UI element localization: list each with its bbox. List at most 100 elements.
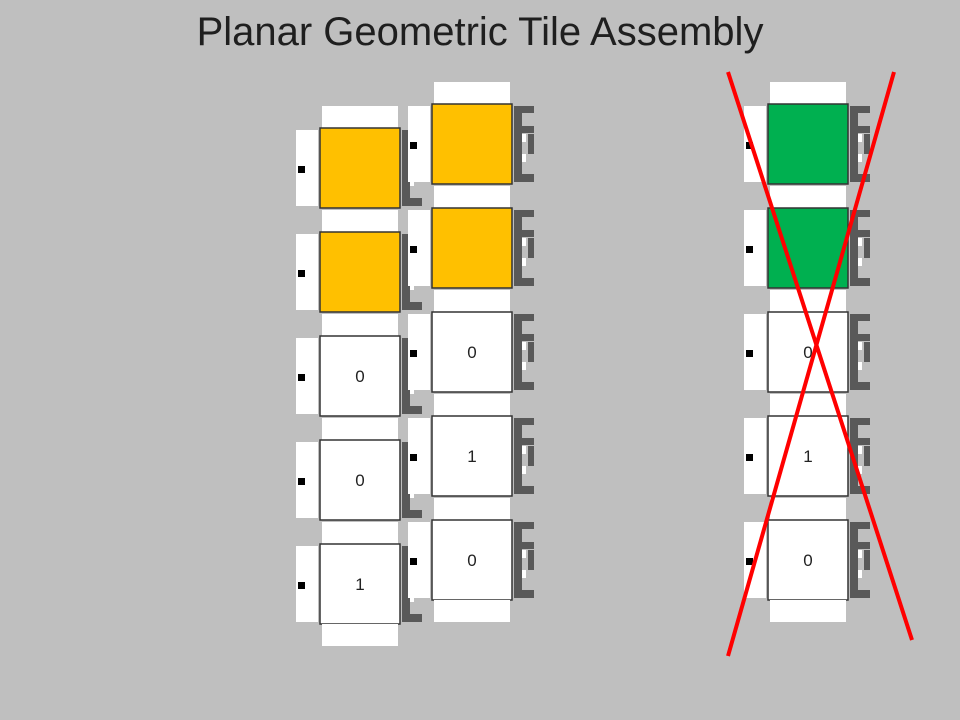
glue-bar: [402, 234, 410, 310]
tile-body: [431, 311, 513, 393]
glue-tooth: [410, 302, 422, 310]
tile: 0: [296, 418, 422, 521]
glue-bar: [514, 314, 522, 390]
left-glue-strip: [296, 442, 318, 518]
glue-bar: [402, 442, 410, 518]
glue-tooth: [522, 314, 534, 321]
glue-tooth: [858, 542, 870, 549]
left-glue-knob: [298, 374, 305, 381]
tile-label: 1: [467, 447, 476, 466]
glue-bar: [850, 106, 858, 182]
glue-tooth: [864, 342, 870, 362]
top-glue-strip: [322, 522, 398, 544]
top-glue-strip: [770, 394, 846, 416]
left-glue-knob: [298, 270, 305, 277]
left-glue-strip: [744, 210, 766, 286]
glue-tooth: [858, 230, 870, 237]
glue-bar: [402, 130, 410, 206]
left-glue-strip: [296, 234, 318, 310]
left-glue-knob: [298, 478, 305, 485]
top-glue-strip: [322, 106, 398, 128]
glue-bar: [514, 106, 522, 182]
glue-gap: [858, 238, 862, 246]
left-glue-strip: [408, 418, 430, 494]
left-glue-knob: [746, 454, 753, 461]
top-glue-strip: [770, 498, 846, 520]
glue-tooth: [858, 278, 870, 286]
left-glue-knob: [410, 350, 417, 357]
top-glue-strip: [770, 290, 846, 312]
tile-label: 0: [803, 343, 812, 362]
tile-body: [431, 207, 513, 289]
assembly-right-column: 010: [726, 71, 914, 657]
glue-gap: [858, 570, 862, 578]
glue-bar: [514, 210, 522, 286]
tile: 1: [408, 394, 534, 497]
glue-gap: [858, 466, 862, 474]
glue-tooth: [858, 418, 870, 425]
glue-tooth: [522, 278, 534, 286]
tile: 0: [408, 290, 534, 393]
glue-tooth: [522, 106, 534, 113]
top-glue-strip: [434, 394, 510, 416]
glue-bar: [850, 522, 858, 598]
glue-gap: [858, 154, 862, 162]
bottom-glue-strip: [434, 600, 510, 622]
tile: 1: [296, 522, 422, 625]
left-glue-knob: [746, 350, 753, 357]
bottom-glue-strip: [322, 624, 398, 646]
glue-tooth: [858, 314, 870, 321]
top-glue-strip: [322, 210, 398, 232]
glue-tooth: [522, 542, 534, 549]
left-glue-knob: [410, 246, 417, 253]
tile-body: [767, 519, 849, 601]
glue-gap: [522, 570, 526, 578]
glue-bar: [514, 418, 522, 494]
tile: [408, 82, 534, 185]
glue-bar: [850, 314, 858, 390]
glue-tooth: [858, 334, 870, 341]
glue-tooth: [858, 438, 870, 445]
cross-line: [726, 71, 896, 657]
glue-bar: [514, 522, 522, 598]
glue-gap: [522, 342, 526, 350]
glue-tooth: [528, 550, 534, 570]
glue-tooth: [522, 126, 534, 133]
glue-tooth: [858, 126, 870, 133]
glue-gap: [522, 550, 526, 558]
left-glue-knob: [746, 246, 753, 253]
tile-body: [319, 127, 401, 209]
tile-body: [431, 103, 513, 185]
top-glue-strip: [770, 82, 846, 104]
left-glue-knob: [298, 582, 305, 589]
tile-label: 0: [467, 551, 476, 570]
glue-tooth: [858, 590, 870, 598]
glue-gap: [522, 258, 526, 266]
tile-body: [319, 543, 401, 625]
left-glue-knob: [746, 558, 753, 565]
top-glue-strip: [770, 186, 846, 208]
glue-tooth: [864, 238, 870, 258]
glue-tooth: [410, 406, 422, 414]
glue-gap: [858, 134, 862, 142]
tile-body: [431, 519, 513, 601]
glue-tooth: [522, 230, 534, 237]
glue-tooth: [528, 342, 534, 362]
glue-gap: [858, 258, 862, 266]
glue-gap: [522, 362, 526, 370]
tile: [408, 186, 534, 289]
glue-tooth: [858, 522, 870, 529]
top-glue-strip: [434, 186, 510, 208]
left-glue-knob: [746, 142, 753, 149]
glue-tooth: [522, 486, 534, 494]
glue-gap: [522, 134, 526, 142]
glue-tooth: [864, 134, 870, 154]
top-glue-strip: [434, 498, 510, 520]
glue-tooth: [522, 438, 534, 445]
tile-body: [319, 335, 401, 417]
glue-gap: [522, 446, 526, 454]
glue-bar: [402, 546, 410, 622]
tile-label: 0: [355, 471, 364, 490]
glue-gap: [522, 238, 526, 246]
tile-body: [319, 439, 401, 521]
